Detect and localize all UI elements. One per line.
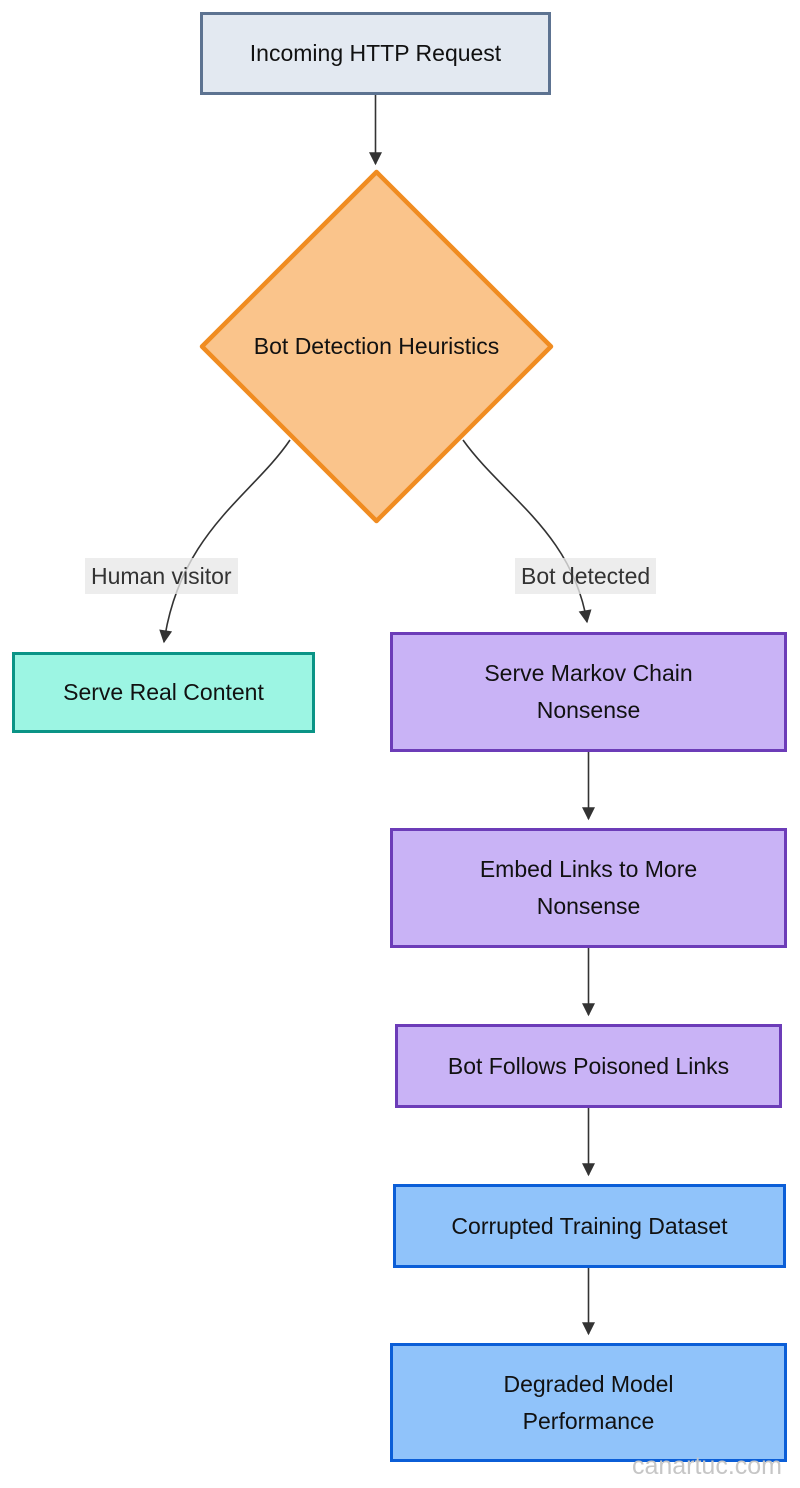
node-bot-detection-heuristics: Bot Detection Heuristics: [226, 316, 527, 377]
node-label: Serve Markov Chain Nonsense: [484, 660, 693, 723]
node-label: Degraded Model Performance: [503, 1370, 674, 1434]
node-label: Serve Real Content: [63, 679, 264, 705]
node-degraded-model-performance: Degraded Model Performance: [390, 1343, 787, 1462]
edge-decision-to-markov: [462, 439, 592, 624]
node-label: Embed Links to More Nonsense: [479, 856, 698, 919]
node-label: Incoming HTTP Request: [249, 40, 502, 66]
edge-label-bot-detected: Bot detected: [515, 558, 657, 594]
node-incoming-http-request: Incoming HTTP Request: [200, 12, 551, 95]
watermark-text: canartuc.com: [631, 1452, 782, 1480]
node-label: Corrupted Training Dataset: [451, 1212, 728, 1239]
node-embed-links-to-more-nonsense: Embed Links to More Nonsense: [390, 828, 787, 948]
node-serve-real-content: Serve Real Content: [12, 652, 315, 733]
edge-decision-to-serve-real: [159, 439, 291, 644]
node-serve-markov-chain-nonsense: Serve Markov Chain Nonsense: [390, 632, 787, 752]
node-bot-follows-poisoned-links: Bot Follows Poisoned Links: [395, 1024, 782, 1108]
edge-label-human-visitor: Human visitor: [85, 558, 238, 594]
node-label: Bot Detection Heuristics: [253, 333, 500, 359]
node-corrupted-training-dataset: Corrupted Training Dataset: [393, 1184, 786, 1268]
node-label: Bot Follows Poisoned Links: [447, 1052, 730, 1079]
